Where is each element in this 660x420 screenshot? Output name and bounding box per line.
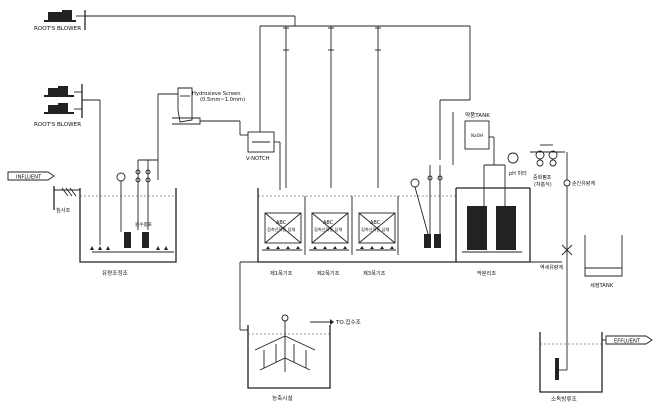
wash-tank: 세정TANK: [584, 235, 623, 289]
media-label-3: 접촉산화용 담체: [361, 226, 389, 233]
abc-label-1: ABC: [276, 220, 287, 226]
hydrosieve-screen: Hydrosieve Screen (0.5mm~1.0mm): [172, 87, 245, 125]
dosing-pump-sub: (자흡식): [534, 181, 552, 188]
blower-mid-label: ROOT'S BLOWER: [34, 122, 81, 128]
blower-top-label: ROOT'S BLOWER: [34, 26, 81, 32]
v-notch-label: V-NOTCH: [246, 156, 270, 162]
hydrosieve-spec: (0.5mm~1.0mm): [200, 97, 245, 103]
membrane-label: 막분리조: [477, 269, 496, 277]
hydrosieve-title: Hydrosieve Screen: [192, 91, 241, 97]
abc-label-2: ABC: [323, 220, 334, 226]
blower-mid-1: [44, 86, 74, 97]
chem-tank: 약품TANK NaOH: [464, 111, 490, 150]
ph-meter-icon: [507, 152, 519, 164]
aeration-tanks: ABC 접촉산화용 담체 ABC 접촉산화용 담체 ABC 접촉산화용 담체 제…: [257, 188, 522, 277]
dosing-pumps: 중화펌프 (자흡식): [533, 150, 558, 188]
screen-chamber: 침사조: [53, 186, 80, 214]
flowmeter-label: 순간유량계: [572, 180, 595, 187]
influent-arrow: INFLUENT: [7, 171, 55, 181]
to-collector-label: TO.집수조: [335, 319, 361, 326]
disinfection-tank: 소독방류조: [539, 332, 603, 403]
effluent-label: EFFLUENT: [614, 339, 641, 345]
eq-pump-label: 원수펌프: [135, 221, 152, 228]
screen-label: 침사조: [56, 206, 71, 214]
ph-meter-label: pH 미터: [509, 170, 527, 177]
v-notch-box: V-NOTCH: [246, 131, 275, 162]
sludge-thickener: 농축시설: [247, 314, 331, 402]
blower-top: ROOT'S BLOWER: [34, 10, 85, 32]
tank3-label: 제3폭기조: [363, 269, 386, 277]
influent-label: INFLUENT: [16, 175, 42, 181]
dosing-pump-label: 중화펌프: [533, 174, 552, 181]
equalization-label: 유량조정조: [102, 270, 128, 277]
backwash-meter-label: 역세유량계: [540, 264, 563, 271]
media-label-1: 접촉산화용 담체: [267, 226, 295, 233]
abc-label-3: ABC: [370, 220, 381, 226]
tank2-label: 제2폭기조: [317, 269, 340, 277]
blower-mid-2: [44, 103, 74, 114]
chem-tank-inner: NaOH: [471, 133, 483, 138]
media-label-2: 접촉산화용 담체: [314, 226, 342, 233]
sludge-label: 농축시설: [272, 394, 293, 402]
effluent-arrow: EFFLUENT: [605, 335, 653, 345]
disinfection-label: 소독방류조: [551, 395, 577, 403]
chem-tank-label: 약품TANK: [465, 111, 490, 119]
equalization-tank: 원수펌프 유량조정조: [79, 188, 177, 277]
tank1-label: 제1폭기조: [270, 269, 293, 277]
wash-tank-label: 세정TANK: [590, 281, 614, 289]
